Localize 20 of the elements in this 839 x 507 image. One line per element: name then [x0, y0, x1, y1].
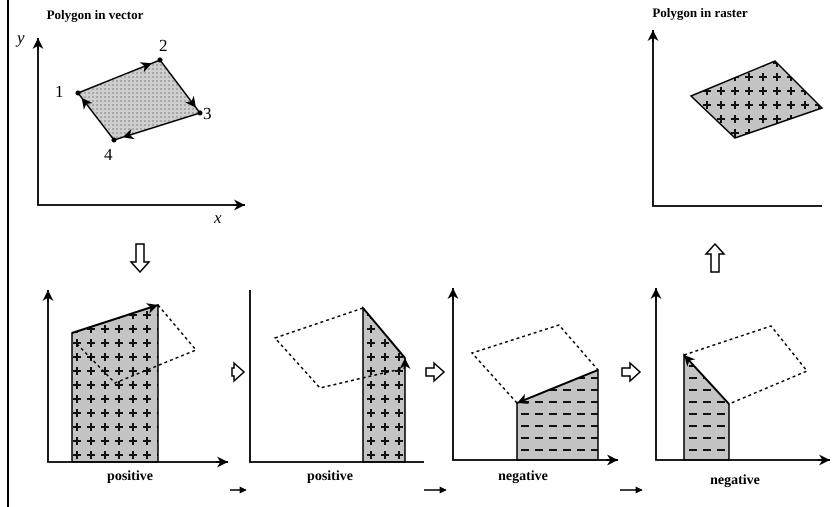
block-arrow: [129, 243, 151, 274]
panel-title: Polygon in raster: [652, 5, 748, 21]
vertex-number: 4: [104, 145, 112, 165]
axis-label: x: [214, 208, 222, 228]
block-arrow: [425, 361, 446, 383]
panel-caption: positive: [307, 469, 353, 485]
arrow: [424, 486, 447, 494]
arrow: [230, 486, 247, 494]
axis-label: y: [17, 28, 25, 48]
vertex-number: 2: [159, 36, 168, 56]
panel-title: Polygon in vector: [46, 7, 144, 23]
vertex-number: 3: [203, 104, 212, 124]
block-arrow: [621, 361, 642, 383]
block-arrow: [231, 361, 246, 383]
block-arrow: [704, 242, 726, 273]
arrow: [620, 486, 643, 494]
vertex-number: 1: [55, 82, 64, 102]
panel-caption: negative: [498, 469, 548, 485]
panel-caption: negative: [710, 473, 760, 489]
panel-caption: positive: [107, 469, 153, 485]
